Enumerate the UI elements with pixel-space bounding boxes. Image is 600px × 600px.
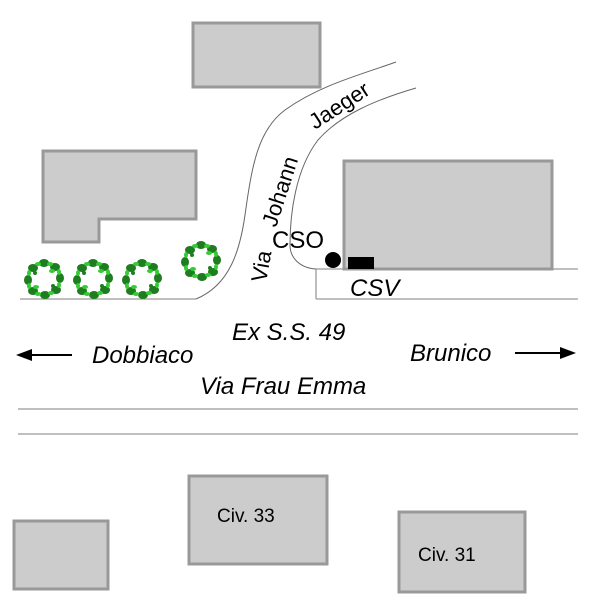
- arrow-left-icon: [16, 349, 32, 361]
- arrow-right-icon: [560, 347, 576, 359]
- tree-icon: [181, 241, 221, 281]
- side-street-edge-east: [289, 87, 417, 270]
- building-civ-31: [397, 510, 527, 594]
- civ-33-label: Civ. 33: [217, 506, 275, 527]
- tree-icon: [122, 259, 162, 299]
- main-road-name-label: Via Frau Emma: [200, 373, 366, 400]
- building-civ-33: [187, 474, 329, 566]
- cso-label: CSO: [272, 227, 324, 254]
- building-southwest: [12, 519, 110, 591]
- csv-label: CSV: [350, 275, 401, 302]
- civ-31-label: Civ. 31: [418, 545, 476, 566]
- building-north: [191, 21, 322, 89]
- direction-brunico-label: Brunico: [410, 340, 491, 367]
- csv-marker-icon: [348, 257, 374, 269]
- side-street-label-johann: Johann: [257, 153, 303, 229]
- former-road-name-label: Ex S.S. 49: [232, 319, 345, 346]
- direction-west: Dobbiaco: [16, 342, 193, 369]
- building-east: [342, 159, 554, 271]
- side-street-edge-west: [195, 61, 397, 300]
- tree-icon: [73, 259, 113, 299]
- side-street-label-via: Via: [246, 248, 276, 284]
- building-northwest: [41, 149, 198, 244]
- cso-marker-icon: [325, 252, 341, 268]
- direction-east: Brunico: [410, 340, 576, 367]
- tree-icon: [24, 259, 64, 299]
- direction-dobbiaco-label: Dobbiaco: [92, 342, 193, 369]
